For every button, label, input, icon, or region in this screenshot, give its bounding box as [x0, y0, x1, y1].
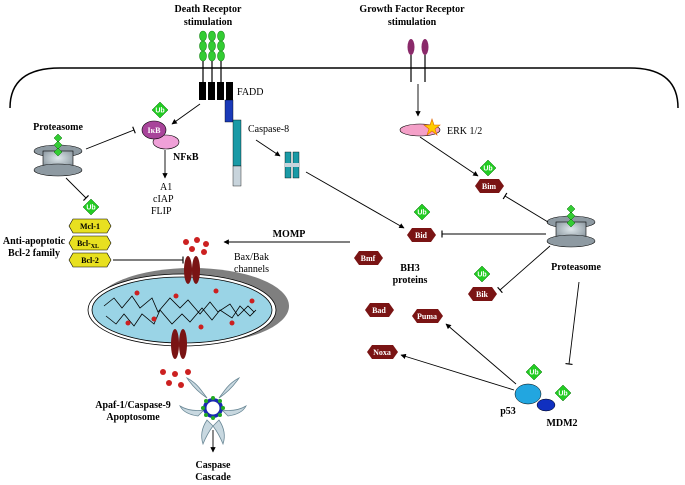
- growth-factor-label-1: Growth Factor Receptor: [359, 4, 465, 15]
- bad-protein: Bad: [365, 303, 394, 317]
- death-receptor: [199, 30, 225, 82]
- apoptosome: [179, 376, 247, 446]
- bik-protein: Ub Bik: [468, 265, 497, 301]
- nfkb-label: NFκB: [173, 152, 199, 163]
- death-receptor-label-2: stimulation: [184, 17, 233, 28]
- caspase-8: [224, 99, 242, 187]
- erk-kinase: [399, 118, 441, 137]
- baxbak-label-2: channels: [234, 264, 269, 275]
- caspase-cascade-label-1: Caspase: [195, 460, 231, 471]
- baxbak-label-1: Bax/Bak: [234, 252, 269, 263]
- puma-protein: Puma: [412, 309, 443, 323]
- p53-mdm2-complex: Ub Ub: [514, 363, 572, 412]
- apoptosome-label-2: Apoptosome: [106, 412, 160, 423]
- bcl2-protein: Bcl-2: [68, 252, 112, 268]
- arrow-fadd-nfkb: [171, 103, 201, 125]
- bax-bak-channel-top: [184, 256, 200, 284]
- bim-protein: Ub Bim: [475, 159, 504, 193]
- svg-text:Bmf: Bmf: [361, 254, 376, 263]
- inhibit-mdm2: [565, 281, 580, 366]
- ub-tag-bik: Ub: [477, 272, 486, 279]
- momp-label: MOMP: [273, 229, 306, 240]
- mdm2-label: MDM2: [546, 418, 577, 429]
- arrow-p53-puma: [445, 323, 517, 385]
- bh3-label-2: proteins: [393, 275, 428, 286]
- ub-tag-mdm2: Ub: [558, 391, 567, 398]
- ub-tag-ikb: Ub: [155, 108, 164, 115]
- proteasome-right-label: Proteasome: [551, 262, 601, 273]
- arrow-erk-bim: [419, 136, 479, 177]
- bid-protein: Ub Bid: [407, 203, 436, 242]
- active-caspase-8: [284, 151, 300, 179]
- bcl-family-proteins: Mcl-1 Bcl-XL Bcl-2: [68, 218, 112, 268]
- death-receptor-label-1: Death Receptor: [175, 4, 242, 15]
- arrow-casp8-activation: [255, 139, 281, 157]
- fadd-label: FADD: [237, 87, 263, 98]
- ikb-label: IκB: [148, 126, 162, 135]
- nfkb-target-ciap: cIAP: [153, 194, 174, 205]
- svg-text:Bid: Bid: [415, 231, 428, 240]
- svg-text:Bad: Bad: [372, 306, 386, 315]
- bax-bak-channel-bottom: [171, 329, 187, 359]
- svg-text:Bim: Bim: [482, 182, 497, 191]
- growth-factor-receptor: [407, 39, 429, 82]
- proteasome-right: [546, 204, 596, 248]
- ub-tag-bid: Ub: [417, 210, 426, 217]
- mitochondrion: [87, 268, 289, 347]
- anti-apoptotic-label-1: Anti-apoptotic: [3, 236, 66, 247]
- svg-text:Bcl-XL: Bcl-XL: [77, 239, 99, 250]
- inhibit-bcl-family: [65, 177, 89, 201]
- ub-tag-mcl1: Ub: [82, 198, 100, 216]
- nfkb-target-a1: A1: [160, 182, 172, 193]
- ub-tag-bim: Ub: [483, 166, 492, 173]
- anti-apoptotic-label-2: Bcl-2 family: [8, 248, 60, 259]
- noxa-protein: Noxa: [367, 345, 398, 359]
- bh3-label-1: BH3: [400, 263, 419, 274]
- apoptosome-label-1: Apaf-1/Caspase-9: [95, 400, 171, 411]
- svg-text:Noxa: Noxa: [373, 348, 391, 357]
- svg-text:Ub: Ub: [86, 205, 95, 212]
- bmf-protein: Bmf: [354, 251, 383, 265]
- inhibit-ikb: [85, 126, 136, 150]
- inhibit-bik: [497, 245, 551, 294]
- cytochrome-c-released: [160, 237, 209, 388]
- caspase-cascade-label-2: Cascade: [195, 472, 231, 483]
- nfkb-target-flip: FLIP: [151, 206, 172, 217]
- proteasome-left: [33, 133, 83, 177]
- inhibit-bim: [502, 192, 549, 223]
- proteasome-left-label: Proteasome: [33, 122, 83, 133]
- svg-text:Mcl-1: Mcl-1: [80, 222, 100, 231]
- svg-text:Bik: Bik: [476, 290, 489, 299]
- svg-text:Bcl-2: Bcl-2: [81, 256, 99, 265]
- arrow-casp8-bid: [305, 171, 405, 229]
- ikb-nfkb-complex: Ub IκB: [141, 101, 180, 150]
- erk-label: ERK 1/2: [447, 126, 482, 137]
- caspase8-label: Caspase-8: [248, 124, 289, 135]
- cell-membrane: [9, 67, 679, 109]
- p53-label: p53: [500, 406, 516, 417]
- ub-tag-p53: Ub: [529, 370, 538, 377]
- bclxl-protein: Bcl-XL: [68, 235, 112, 251]
- svg-text:Puma: Puma: [417, 312, 437, 321]
- arrow-p53-noxa: [400, 353, 515, 391]
- mcl1-protein: Mcl-1: [68, 218, 112, 234]
- fadd-complex: [199, 82, 233, 100]
- growth-factor-label-2: stimulation: [388, 17, 437, 28]
